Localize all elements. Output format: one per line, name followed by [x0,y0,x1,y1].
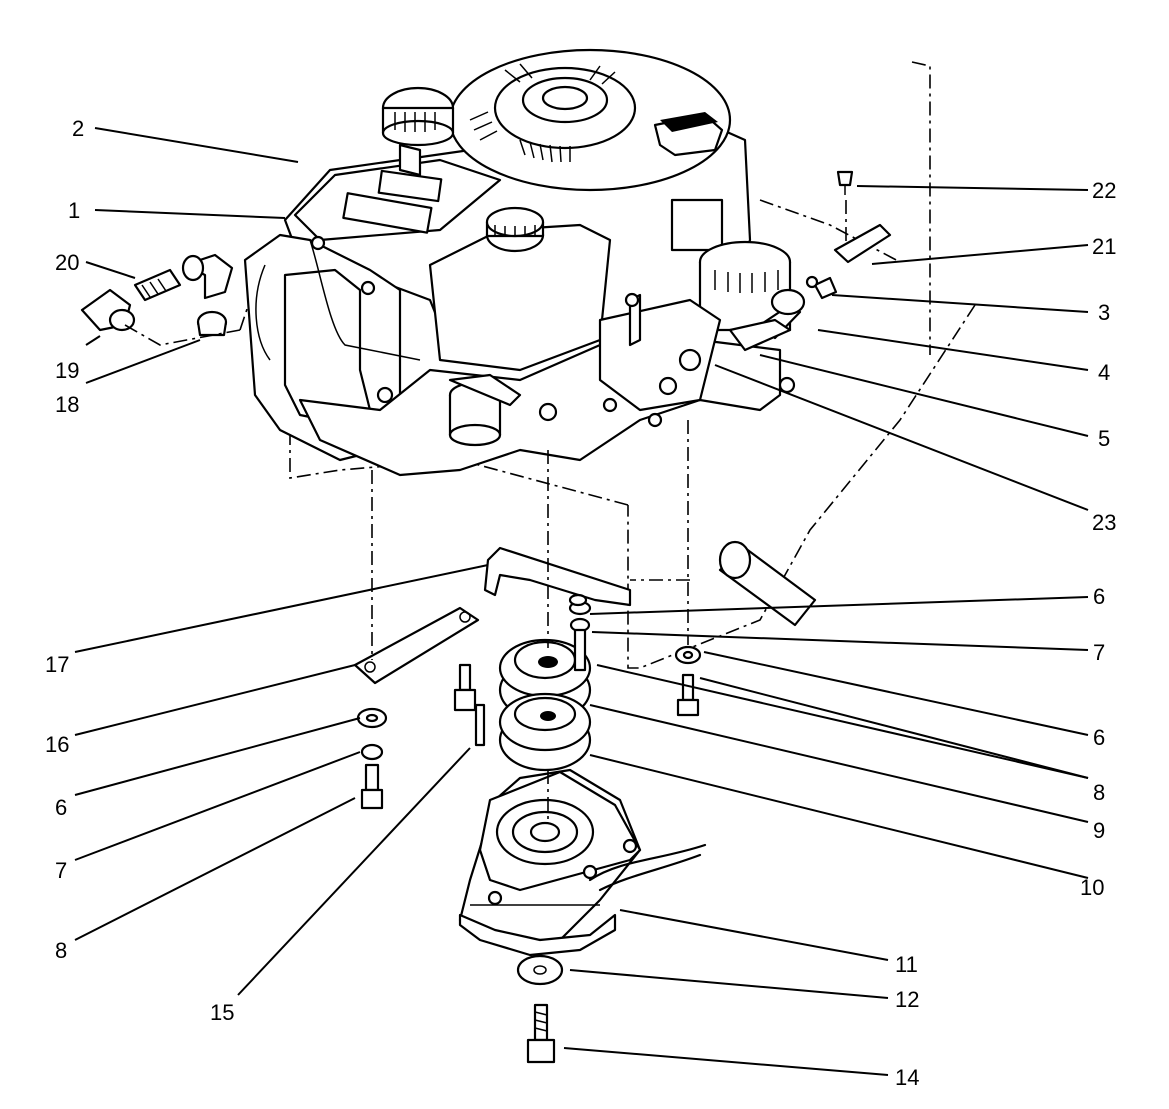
callout-19: 19 [55,358,79,383]
callout-14: 14 [895,1065,919,1090]
right-fasteners [674,645,702,717]
callout-6-right: 6 [1093,725,1105,750]
strap [353,606,480,685]
callout-12: 12 [895,987,919,1012]
callout-6-bracket: 6 [1093,584,1105,609]
callout-10: 10 [1080,875,1104,900]
callout-23: 23 [1092,510,1116,535]
frame-outline [239,61,976,669]
callout-15: 15 [210,1000,234,1025]
callout-9: 9 [1093,818,1105,843]
assembly-centerlines [371,420,689,820]
callout-11: 11 [895,952,918,977]
engine-assembly [243,48,806,477]
callout-1: 1 [68,198,80,223]
callout-2: 2 [72,116,84,141]
bracket [483,546,632,607]
pulleys [498,593,592,772]
hose-lower [718,540,817,627]
callout-7-bracket: 7 [1093,640,1105,665]
callout-21: 21 [1092,234,1116,259]
fuel-hose-parts [805,170,892,300]
callout-5: 5 [1098,426,1110,451]
callout-labels: 1 2 3 4 5 6 6 6 7 7 8 8 9 10 11 12 14 15… [45,116,1116,1090]
callout-20: 20 [55,250,79,275]
callout-22: 22 [1092,178,1116,203]
callout-6-left: 6 [55,795,67,820]
callout-8-left: 8 [55,938,67,963]
electric-clutch [458,768,707,957]
drain-fittings [80,253,241,346]
callout-8-right: 8 [1093,780,1105,805]
callout-18: 18 [55,392,79,417]
callout-4: 4 [1098,360,1110,385]
leader-lines [74,127,1089,1076]
callout-16: 16 [45,732,69,757]
callout-3: 3 [1098,300,1110,325]
bottom-fasteners [516,954,564,1064]
left-fasteners [356,663,486,810]
callout-17: 17 [45,652,69,677]
callout-7-left: 7 [55,858,67,883]
